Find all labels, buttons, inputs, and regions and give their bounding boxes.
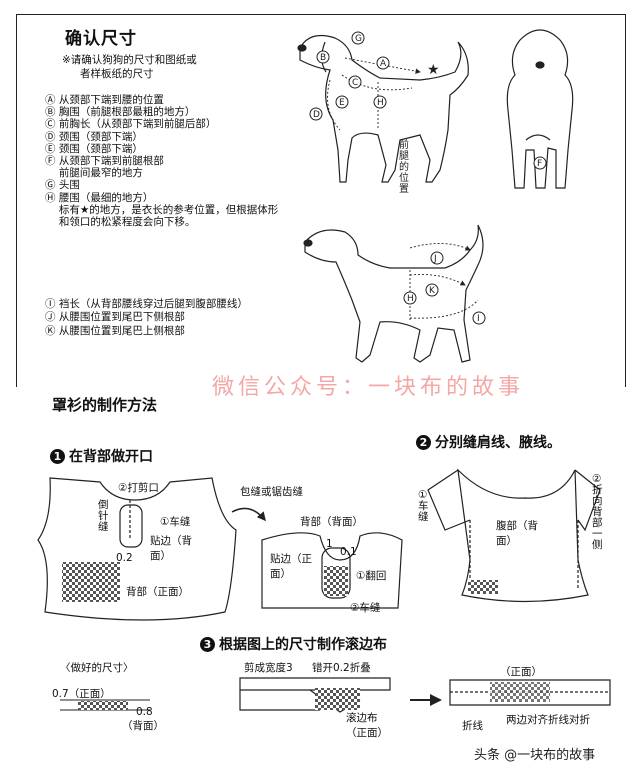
label-fold-line: 折线 — [462, 720, 483, 732]
svg-text:F: F — [537, 159, 542, 169]
list-item: Ⓖ 头围 — [45, 179, 80, 192]
measurement-frame — [16, 14, 626, 387]
list-item: Ⓕ 从颈部下端到前腿根部 — [45, 155, 164, 168]
step3-heading: 3 根据图上的尺寸制作滚边布 — [200, 634, 387, 654]
svg-text:I: I — [477, 314, 480, 324]
svg-text:位: 位 — [399, 171, 409, 184]
svg-text:D: D — [313, 110, 320, 120]
step2-garment — [427, 468, 601, 603]
label-belly-back: 腹部（背面） — [496, 520, 538, 547]
label-back-front: 背部（正面） — [126, 586, 189, 598]
svg-text:B: B — [320, 53, 326, 63]
svg-text:C: C — [352, 78, 358, 88]
step1-garment — [37, 477, 237, 621]
label-fold-stitch: 倒针缝 — [98, 499, 109, 533]
label-back: （背面） — [122, 720, 164, 732]
label-sew2: ②车缝 — [350, 602, 381, 614]
note-line-2: 者样板纸的尺寸 — [80, 68, 154, 80]
list-item: Ⓘ 裆长（从背部腰线穿过后腿到腹部腰线） — [45, 298, 248, 310]
list-item: Ⓒ 前胸长（从颈部下端到前腿后部） — [45, 118, 217, 131]
dog2-labels: J K H I — [403, 251, 486, 325]
step3-number: 3 — [200, 637, 215, 652]
list-item: Ⓐ 从颈部下端到腰的位置 — [45, 94, 164, 106]
svg-text:置: 置 — [399, 183, 409, 195]
label-align: 两边对齐折线对折 — [506, 714, 590, 726]
list-item: 标有★的地方，是衣长的参考位置，但根据体形 — [45, 203, 279, 216]
svg-text:G: G — [355, 34, 362, 44]
svg-text:H: H — [407, 294, 414, 304]
label-01: 0.1 — [340, 546, 357, 558]
svg-text:腿: 腿 — [399, 150, 409, 162]
note-line-1: ※请确认狗狗的尺寸和图纸或 — [62, 54, 197, 66]
label-stagger: 错开0.2折叠 — [312, 662, 371, 674]
list-item: Ⓓ 颈围（颈部下端） — [45, 130, 143, 143]
step1-title: 在背部做开口 — [69, 449, 153, 465]
sewing-method-title: 罩衫的制作方法 — [52, 396, 158, 414]
step2-number: 2 — [416, 435, 431, 450]
svg-text:E: E — [339, 98, 345, 108]
watermark: 微信公众号：一块布的故事 — [212, 375, 525, 400]
dog-front-illustration — [506, 29, 574, 189]
measurement-list-2: Ⓘ 裆长（从背部腰线穿过后腿到腹部腰线） Ⓙ 从腰围位置到尾巴下侧根部 Ⓚ 从腰… — [45, 298, 248, 338]
label-back-back: 背部（背面） — [300, 516, 363, 528]
label-done-size: 〈做好的尺寸〉 — [60, 662, 134, 674]
label-bias-cloth: 滚边布（正面） — [346, 712, 388, 739]
svg-text:J: J — [433, 254, 437, 264]
label-w07: 0.7（正面） — [52, 688, 111, 700]
svg-text:H: H — [377, 98, 384, 108]
svg-text:的: 的 — [399, 160, 409, 173]
label-w08: 0.8 — [136, 706, 153, 718]
label-sew3: ①车缝 — [418, 489, 429, 523]
step1-garment-2 — [261, 532, 403, 609]
measurement-title: 确认尺寸 — [65, 29, 137, 49]
label-cut: ②打剪口 — [118, 482, 159, 494]
svg-text:前: 前 — [399, 138, 409, 151]
list-item: Ⓑ 胸围（前腿根部最粗的地方） — [45, 106, 196, 119]
label-02: 0.2 — [116, 552, 133, 564]
svg-text:A: A — [380, 59, 387, 69]
dog1-labels: G A B C E D H — [309, 31, 390, 121]
label-wrap: 包缝或锯齿缝 — [240, 486, 303, 498]
svg-text:★: ★ — [427, 62, 440, 78]
label-fold-back: ①翻回 — [356, 570, 387, 582]
measurement-list: Ⓐ 从颈部下端到腰的位置 Ⓑ 胸围（前腿根部最粗的地方） Ⓒ 前胸长（从颈部下端… — [45, 94, 278, 228]
step1-number: 1 — [50, 449, 65, 464]
footer-credit: 头条 @一块布的故事 — [474, 748, 596, 763]
step2-heading: 2 分别缝肩线、腋线。 — [416, 432, 561, 452]
label-front: （正面） — [500, 666, 542, 678]
list-item: 和领口的松紧程度会向下移。 — [45, 216, 196, 229]
measurement-note: ※请确认狗狗的尺寸和图纸或 者样板纸的尺寸 — [62, 53, 197, 81]
list-item: Ⓙ 从腰围位置到尾巴下侧根部 — [45, 311, 185, 324]
dog-back-illustration — [303, 224, 484, 363]
label-fold-dir: ②折向背部一侧 — [592, 473, 603, 551]
label-sew: ①车缝 — [160, 516, 191, 528]
fabric-swatch-1 — [62, 562, 120, 602]
label-cut-width: 剪成宽度3 — [244, 662, 293, 674]
svg-text:K: K — [429, 286, 436, 296]
list-item: Ⓚ 从腰围位置到尾巴上侧根部 — [45, 324, 185, 337]
list-item: Ⓗ 腰围（最细的地方） — [45, 191, 154, 204]
step2-title: 分别缝肩线、腋线。 — [435, 435, 561, 451]
step1-heading: 1 在背部做开口 — [50, 446, 153, 466]
step3-title: 根据图上的尺寸制作滚边布 — [219, 637, 387, 653]
list-item: 前腿间最窄的地方 — [45, 167, 143, 180]
label-1: 1 — [326, 538, 333, 550]
list-item: Ⓔ 颈围（颈部下端） — [45, 142, 143, 155]
label-bias-back: 贴边（背面） — [150, 535, 192, 562]
label-bias-front: 贴边（正面） — [270, 553, 312, 580]
